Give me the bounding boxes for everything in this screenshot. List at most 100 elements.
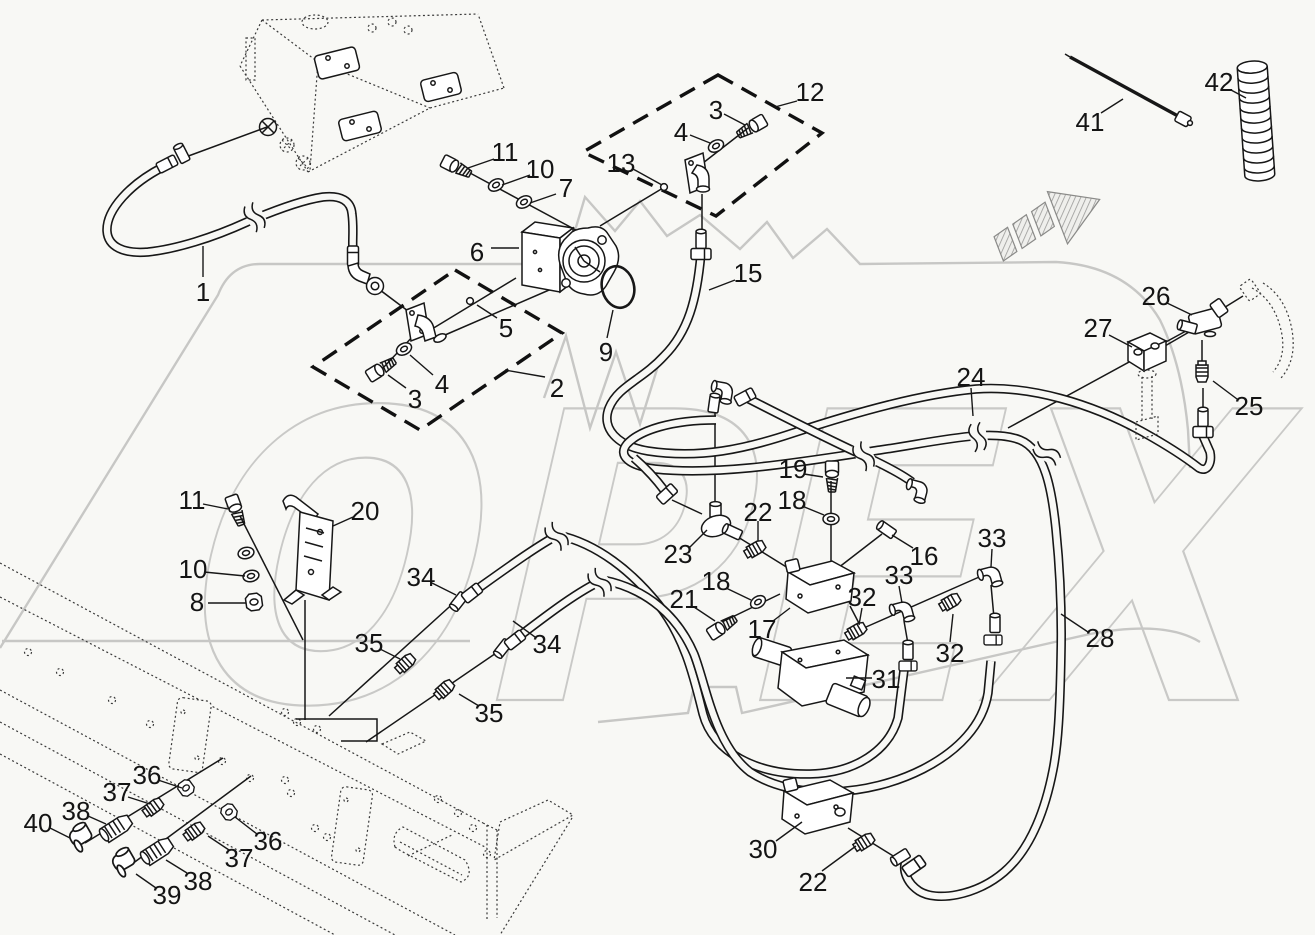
- part-label-27: 27: [1084, 313, 1113, 343]
- part-label-30: 30: [749, 834, 778, 864]
- leader-line-37: [207, 835, 230, 851]
- part-label-33: 33: [978, 523, 1007, 553]
- leader-line-18: [801, 505, 825, 516]
- leader-line-35: [458, 693, 480, 707]
- part-label-22: 22: [799, 867, 828, 897]
- part-label-32: 32: [848, 582, 877, 612]
- leader-line-16: [891, 534, 914, 549]
- o-ring-9: [600, 264, 636, 310]
- leader-line-2: [504, 369, 546, 378]
- leader-line-33: [990, 548, 993, 568]
- part-label-31: 31: [872, 664, 901, 694]
- part-label-37: 37: [103, 777, 132, 807]
- leader-line-12: [774, 100, 798, 108]
- leader-line-27: [1108, 334, 1133, 348]
- leader-line-28: [1060, 613, 1089, 633]
- machine-silhouette: [0, 194, 1201, 724]
- cable-tie: [1064, 53, 1194, 128]
- leader-line-40: [49, 827, 71, 839]
- part-label-19: 19: [779, 454, 808, 484]
- tee-26: [1175, 298, 1229, 338]
- pin-13: [659, 182, 669, 192]
- part-label-6: 6: [470, 237, 484, 267]
- valve-31: [751, 636, 871, 718]
- part-label-13: 13: [607, 148, 636, 178]
- part-label-20: 20: [351, 496, 380, 526]
- part-label-36: 36: [254, 826, 283, 856]
- leader-line-34: [431, 582, 457, 596]
- part-label-40: 40: [24, 808, 53, 838]
- leader-line-22: [821, 845, 857, 872]
- valves: [751, 558, 871, 835]
- part-label-25: 25: [1235, 391, 1264, 421]
- spiral-wrap: [1236, 60, 1276, 182]
- leader-line-35: [379, 648, 401, 660]
- leader-line-11: [202, 503, 229, 510]
- leader-line-26: [1166, 302, 1193, 316]
- hose-to-tee23: [630, 454, 668, 493]
- valve-17: [784, 558, 856, 614]
- part-label-7: 7: [559, 173, 573, 203]
- leader-line-5: [476, 304, 498, 319]
- part-label-16: 16: [910, 541, 939, 571]
- part-label-11: 11: [492, 137, 519, 167]
- part-label-10: 10: [179, 554, 208, 584]
- pin-5: [465, 296, 475, 306]
- part-label-34: 34: [407, 562, 436, 592]
- part-label-11: 11: [179, 485, 206, 515]
- part-label-41: 41: [1076, 107, 1105, 137]
- dashed-group-boxes: [309, 73, 826, 433]
- leader-line-3: [723, 113, 746, 126]
- part-label-17: 17: [748, 614, 777, 644]
- leader-line-23: [688, 529, 708, 549]
- leader-line-41: [1100, 98, 1124, 114]
- fittings: [64, 113, 1229, 880]
- valve-30: [781, 777, 855, 835]
- dotted-reference-hose: [1239, 278, 1294, 379]
- part-label-39: 39: [153, 880, 182, 910]
- oil-tank: [239, 13, 505, 173]
- leader-line-18: [725, 587, 752, 601]
- leader-line-33: [898, 585, 903, 604]
- leader-line-15: [708, 279, 736, 291]
- part-label-26: 26: [1142, 281, 1171, 311]
- leader-line-13: [632, 168, 663, 186]
- leader-line-25: [1212, 380, 1238, 400]
- hose-15: [602, 252, 1216, 474]
- hose-to-elbow16: [746, 394, 915, 486]
- clamp-27: [1126, 332, 1168, 441]
- part-label-1: 1: [196, 277, 210, 307]
- part-label-28: 28: [1086, 623, 1115, 653]
- part-label-42: 42: [1205, 67, 1234, 97]
- leader-line-30: [775, 821, 803, 842]
- leader-line-9: [606, 309, 614, 339]
- tank-port-screens: [258, 117, 311, 171]
- banjo-fitting: [347, 261, 385, 296]
- part-label-38: 38: [184, 866, 213, 896]
- leader-line-39: [135, 873, 157, 889]
- part-label-18: 18: [702, 566, 731, 596]
- leader-line-34: [512, 620, 536, 638]
- chassis-frame: [0, 562, 575, 935]
- part-label-37: 37: [225, 843, 254, 873]
- part-label-2: 2: [550, 373, 564, 403]
- part-label-38: 38: [62, 796, 91, 826]
- leader-line-24: [970, 387, 974, 417]
- flange-elbow-12: [684, 151, 711, 195]
- part-label-18: 18: [778, 485, 807, 515]
- hose-1: [102, 162, 358, 258]
- part-label-5: 5: [499, 313, 513, 343]
- leader-line-10: [203, 571, 246, 577]
- tank-pads: [313, 46, 462, 142]
- leader-line-37: [127, 796, 151, 805]
- part-label-4: 4: [435, 369, 449, 399]
- hose-28: [618, 415, 1067, 902]
- leader-line-10: [501, 174, 531, 186]
- part-label-35: 35: [355, 628, 384, 658]
- group-box-2: [309, 267, 566, 433]
- direction-arrow: [993, 190, 1101, 262]
- part-label-15: 15: [734, 258, 763, 288]
